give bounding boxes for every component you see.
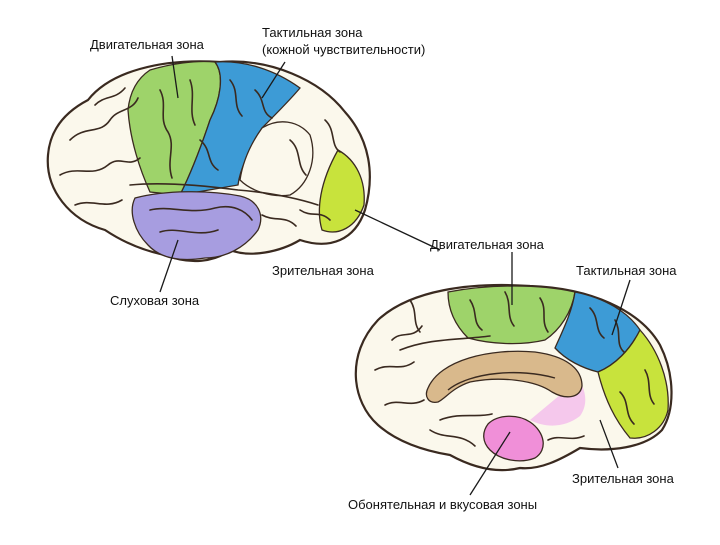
leader-lateral-auditory: [159, 239, 179, 293]
medial-corpus-callosum: [425, 350, 583, 403]
label-lateral-motor: Двигательная зона: [90, 37, 204, 52]
lateral-visual-zone: [318, 149, 365, 233]
label-lateral-visual: Зрительная зона: [272, 263, 374, 278]
leader-medial-tactile: [611, 279, 631, 336]
label-medial-visual: Зрительная зона: [572, 471, 674, 486]
medial-ventricle: [447, 371, 556, 391]
medial-motor-zone: [447, 285, 576, 345]
leader-medial-olfactory: [469, 431, 511, 496]
label-lateral-tactile-line1: Тактильная зона: [262, 25, 363, 40]
leader-lateral-visual: [354, 209, 441, 251]
label-medial-olfactory: Обонятельная и вкусовая зоны: [348, 497, 538, 512]
medial-brain: [354, 283, 673, 472]
leader-lateral-motor: [171, 55, 179, 99]
medial-visual-zone: [597, 328, 669, 439]
leader-medial-visual: [599, 419, 619, 469]
leader-lateral-tactile: [261, 61, 286, 99]
lateral-leaders: [159, 55, 441, 293]
label-medial-motor: Двигательная зона: [430, 237, 544, 252]
label-lateral-auditory: Слуховая зона: [110, 293, 200, 308]
lateral-gyri: [59, 79, 341, 234]
medial-leaders: [469, 252, 631, 496]
label-lateral-tactile-line2: (кожной чувствительности): [262, 42, 426, 57]
lateral-brain: [46, 60, 371, 263]
lateral-parietal-white: [239, 121, 314, 197]
label-medial-tactile: Тактильная зона: [576, 263, 677, 278]
